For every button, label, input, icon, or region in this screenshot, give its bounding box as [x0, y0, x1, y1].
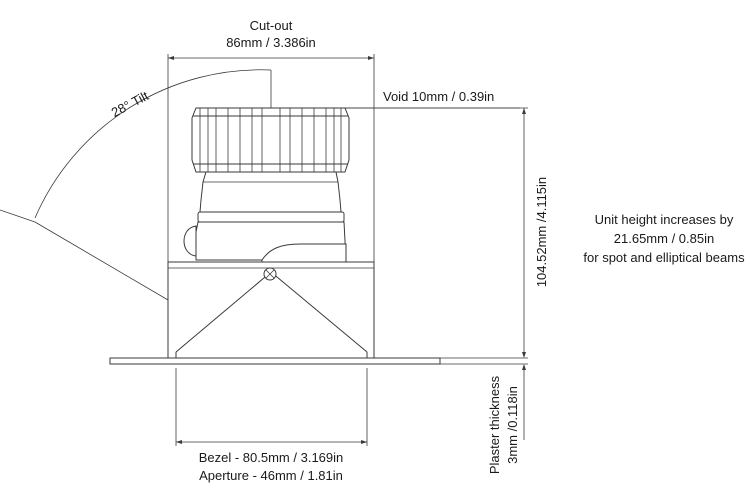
- note-line-1: Unit height increases by: [595, 212, 734, 227]
- pivot-arm: [261, 243, 347, 263]
- arrow-cutout-right: [368, 56, 374, 60]
- reflector-left: [175, 271, 272, 353]
- tilt-leader-upper: [0, 209, 36, 223]
- plaster-line-1: Plaster thickness: [487, 375, 502, 474]
- heat-sink-body: [191, 107, 350, 173]
- screw-slot-b: [265, 269, 275, 279]
- arrow-plaster-top: [522, 364, 526, 370]
- void-label: Void 10mm / 0.39in: [383, 89, 494, 104]
- arrow-height-top: [522, 108, 526, 114]
- cutout-title: Cut-out: [250, 18, 293, 33]
- note-line-2: 21.65mm / 0.85in: [614, 231, 714, 246]
- arrow-height-bottom: [522, 352, 526, 358]
- heat-sink: [191, 107, 350, 173]
- tilt-label: 28° Tilt: [109, 88, 152, 120]
- lamp-collar: [197, 211, 345, 223]
- note-line-3: for spot and elliptical beams: [583, 250, 745, 265]
- height-label: 104.52mm /4.115in: [534, 177, 549, 287]
- lamp-lens: [183, 225, 197, 257]
- arrow-bezel-right: [361, 440, 367, 444]
- plaster-line-2: 3mm /0.118in: [505, 386, 520, 464]
- cutout-value: 86mm / 3.386in: [226, 35, 316, 50]
- tilt-leader-lower: [34, 221, 169, 301]
- heat-sink-fins: [199, 108, 342, 172]
- fixture: [109, 107, 441, 365]
- reflector-right: [270, 271, 368, 353]
- aperture-label: Aperture - 46mm / 1.81in: [199, 468, 343, 483]
- lamp-neck: [199, 171, 342, 213]
- arrow-bezel-left: [176, 440, 182, 444]
- bezel-label: Bezel - 80.5mm / 3.169in: [199, 450, 344, 465]
- dimension-lines: [0, 54, 528, 446]
- tilt-arc: [34, 69, 272, 219]
- bezel-flange: [109, 357, 441, 365]
- arrow-cutout-left: [168, 56, 174, 60]
- arrowheads: [168, 56, 526, 444]
